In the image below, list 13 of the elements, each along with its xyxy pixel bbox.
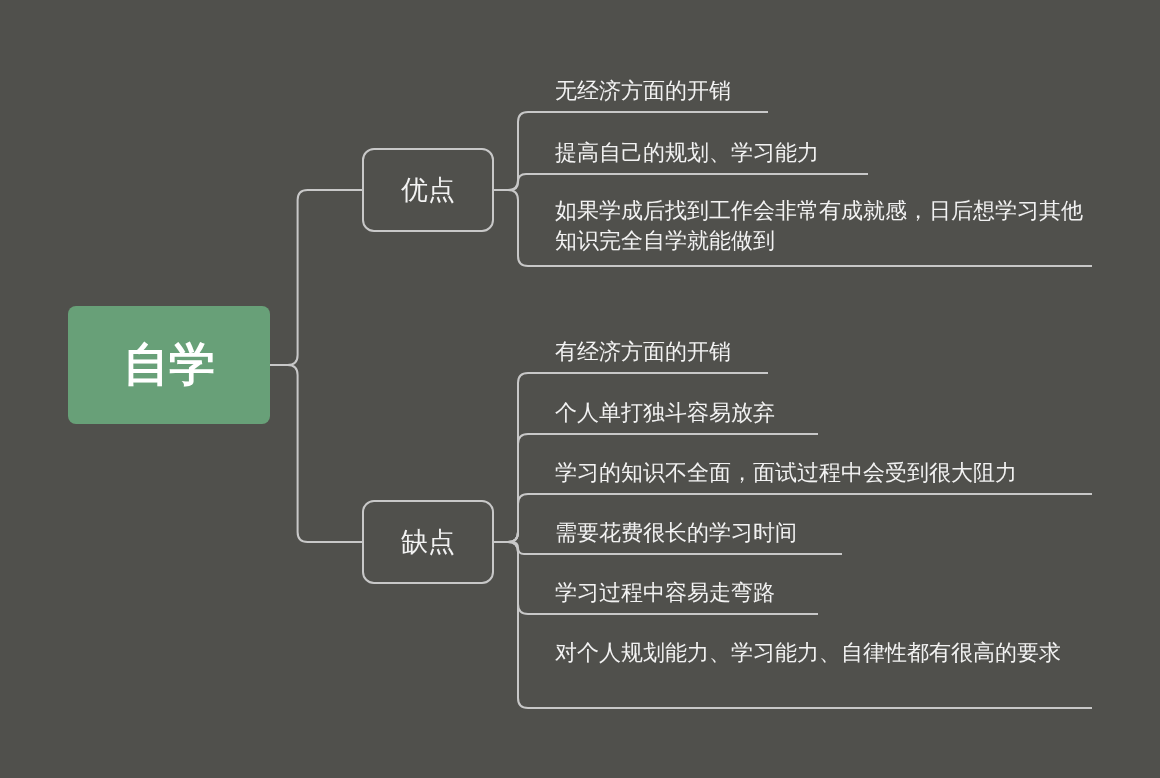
leaf-topic: 如果学成后找到工作会非常有成就感，日后想学习其他知识完全自学就能做到 xyxy=(530,192,1092,267)
leaf-topic: 学习过程中容易走弯路 xyxy=(530,574,818,615)
connector-line xyxy=(269,364,363,543)
branch-topic-box: 缺点 xyxy=(362,500,494,584)
leaf-topic: 个人单打独斗容易放弃 xyxy=(530,394,818,435)
leaf-topic: 提高自己的规划、学习能力 xyxy=(530,134,868,175)
leaf-topic: 对个人规划能力、学习能力、自律性都有很高的要求 xyxy=(530,634,1092,709)
branch-topic-box: 优点 xyxy=(362,148,494,232)
leaf-topic: 无经济方面的开销 xyxy=(530,72,768,113)
leaf-topic: 有经济方面的开销 xyxy=(530,333,768,374)
leaf-topic: 需要花费很长的学习时间 xyxy=(530,514,842,555)
leaf-topic: 学习的知识不全面，面试过程中会受到很大阻力 xyxy=(530,454,1092,495)
root-topic-box: 自学 xyxy=(68,306,270,424)
